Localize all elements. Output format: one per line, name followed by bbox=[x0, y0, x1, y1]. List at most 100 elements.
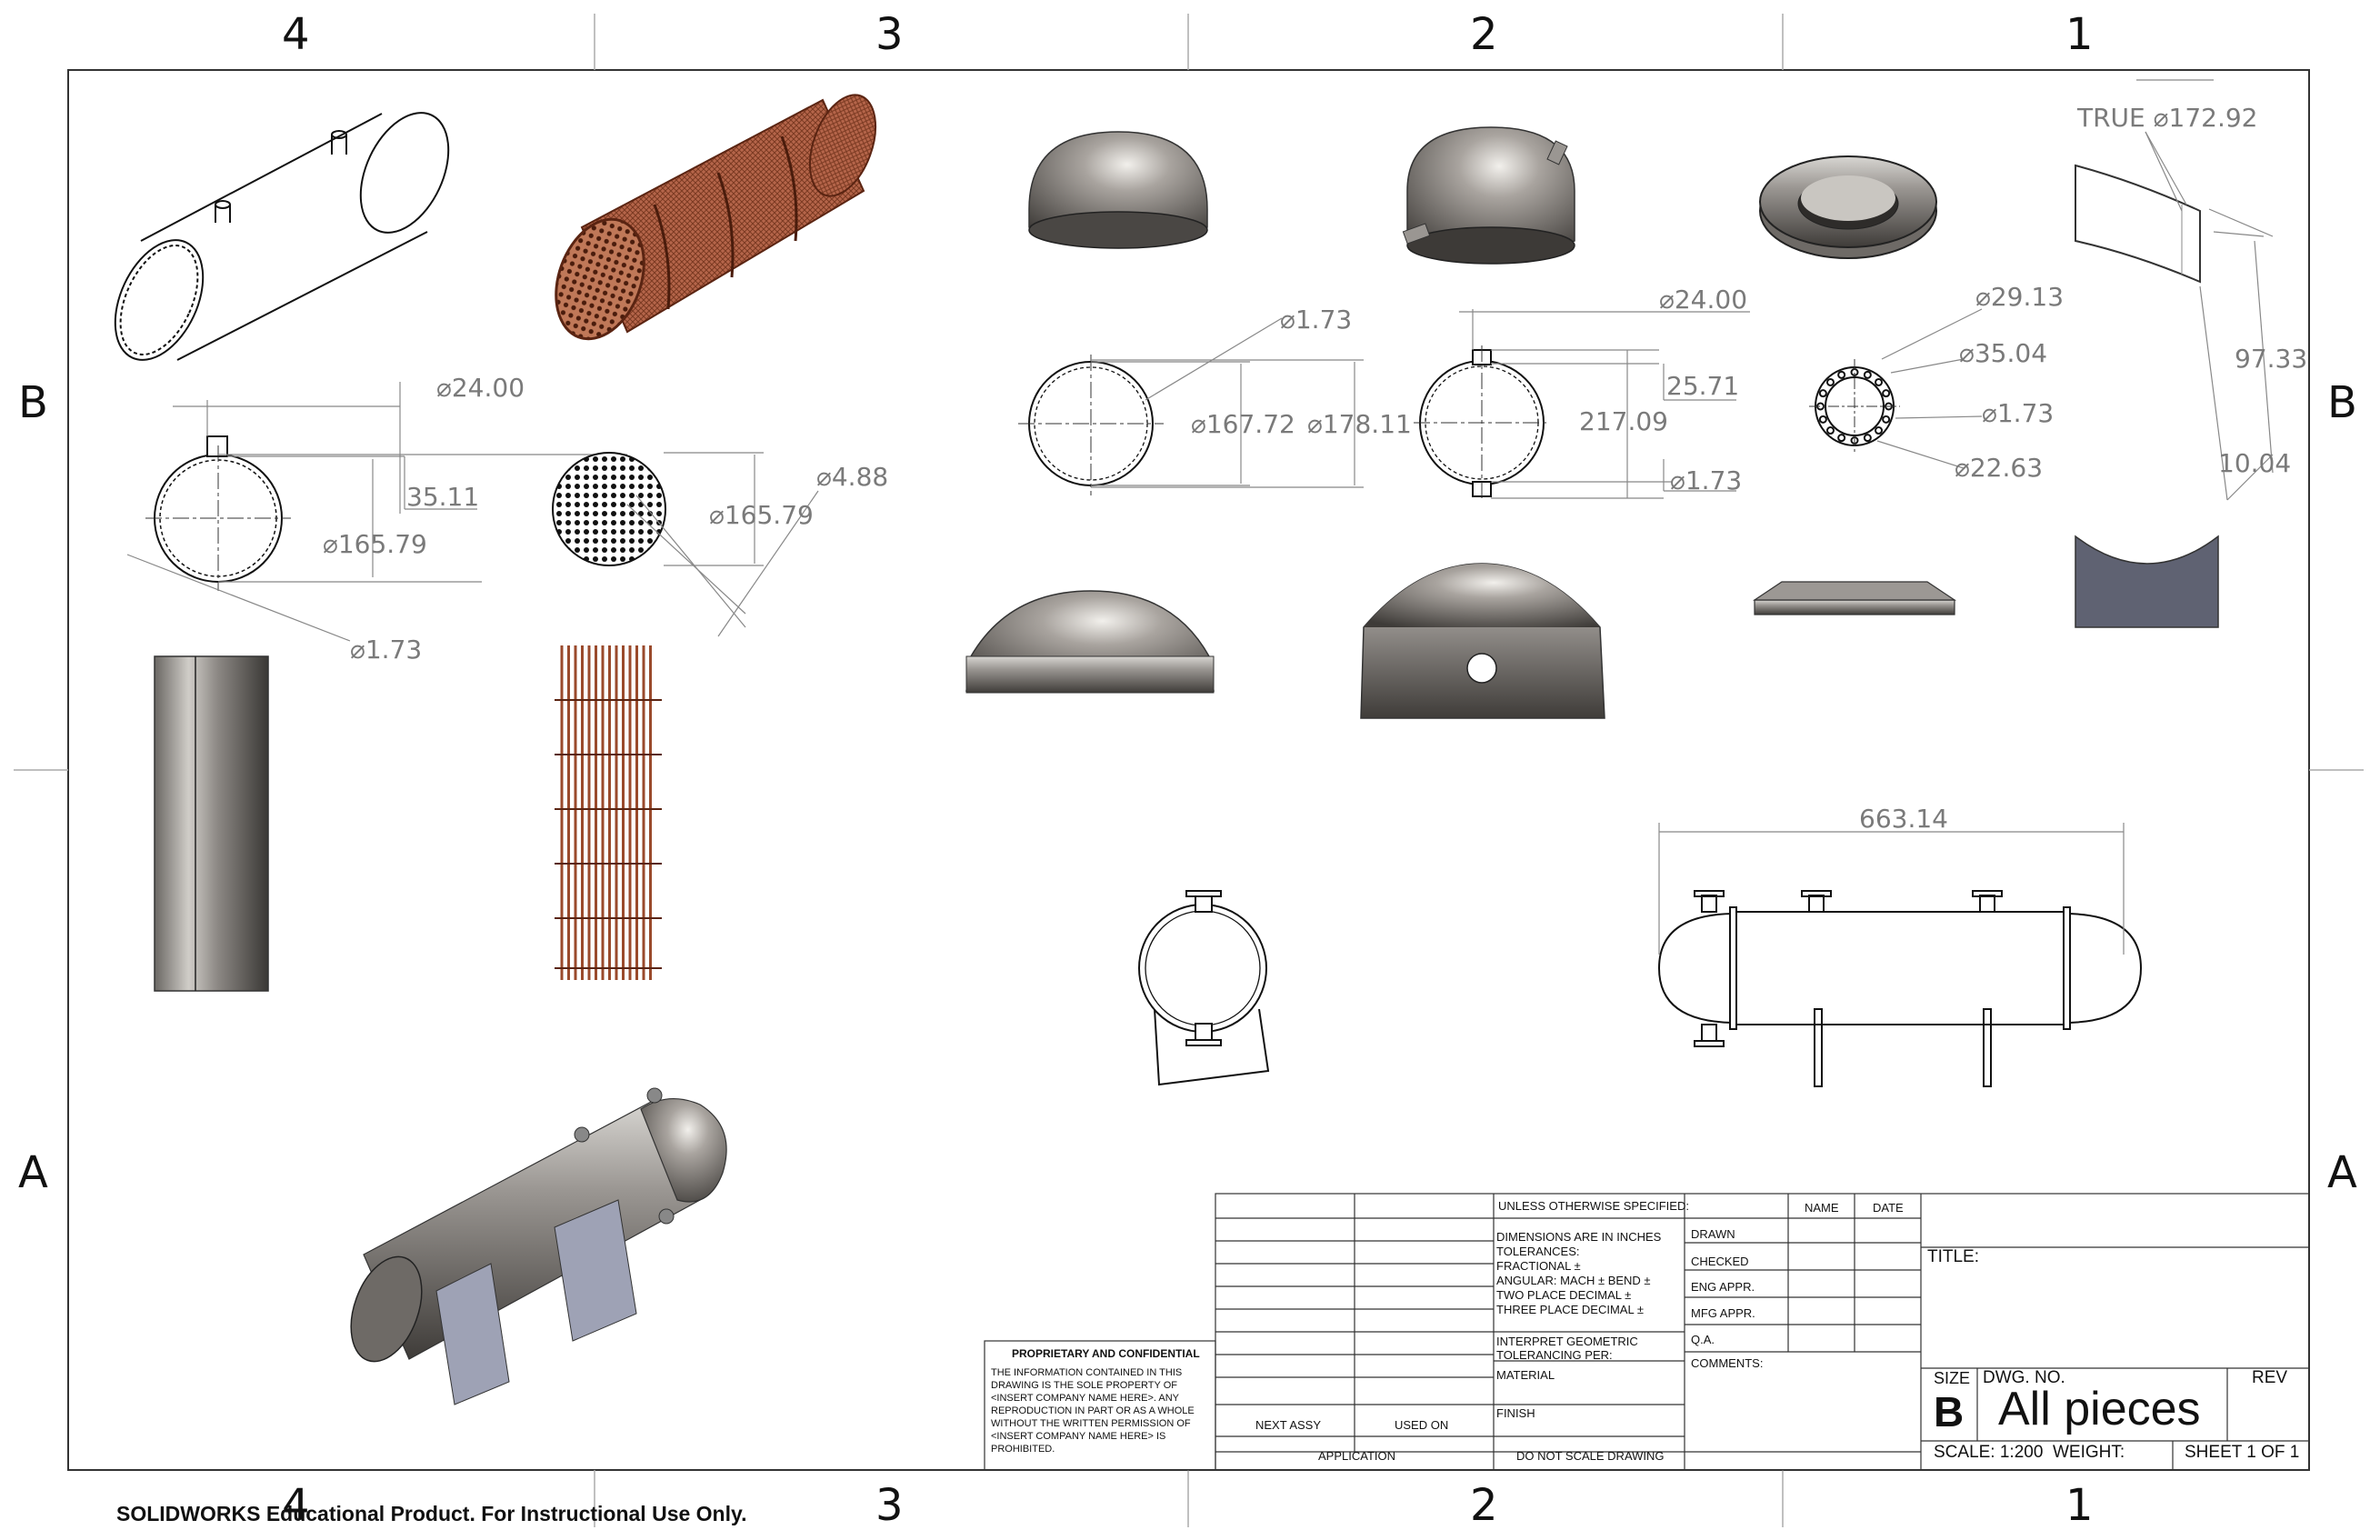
head-2-iso-view bbox=[1402, 126, 1575, 265]
zone-bottom-1: 1 bbox=[2065, 1480, 2094, 1531]
saddle-front-view bbox=[2075, 535, 2219, 628]
tube-bundle-side-view bbox=[555, 645, 662, 980]
tb-scale: SCALE: 1:200 bbox=[1934, 1443, 2044, 1462]
zone-top-2: 2 bbox=[1470, 9, 1498, 60]
dim-assembly-length: 663.14 bbox=[1859, 804, 1948, 834]
flange-section-view bbox=[1809, 359, 1900, 455]
tb-used-on: USED ON bbox=[1395, 1418, 1449, 1432]
bolt-hole bbox=[1863, 434, 1872, 443]
zone-left-b: B bbox=[18, 377, 48, 428]
shell-iso-view bbox=[114, 112, 450, 361]
bolt-hole bbox=[1882, 415, 1891, 424]
tb-title-label: TITLE: bbox=[1927, 1247, 1980, 1266]
tb-tolerances: TOLERANCES: bbox=[1496, 1245, 1580, 1258]
tb-interpret-1: INTERPRET GEOMETRIC bbox=[1496, 1335, 1638, 1348]
dim-shell-thickness: ⌀1.73 bbox=[350, 635, 423, 665]
assembly-end-view bbox=[1138, 890, 1270, 1086]
saddle-iso-view bbox=[2075, 164, 2201, 284]
tb-checked: CHECKED bbox=[1691, 1255, 1749, 1268]
dim-tube-hole: ⌀4.88 bbox=[816, 462, 889, 492]
tb-mfg-appr: MFG APPR. bbox=[1691, 1306, 1755, 1320]
tb-weight: WEIGHT: bbox=[2053, 1443, 2125, 1462]
head-2-side-view bbox=[1360, 563, 1605, 719]
flange-dim-lines bbox=[1876, 308, 1983, 469]
bolt-hole bbox=[1882, 389, 1891, 398]
tb-angular: ANGULAR: MACH ± BEND ± bbox=[1496, 1274, 1651, 1287]
assembly-dim-lines bbox=[1658, 823, 2125, 955]
assembly-front-view bbox=[1657, 890, 2143, 1087]
zone-top-3: 3 bbox=[875, 9, 904, 60]
title-block-grid bbox=[984, 1193, 2310, 1471]
tb-unless-specified: UNLESS OTHERWISE SPECIFIED: bbox=[1498, 1199, 1689, 1213]
zone-bottom-2: 2 bbox=[1470, 1480, 1498, 1531]
tb-name-header: NAME bbox=[1805, 1201, 1839, 1215]
dim-saddle-height: 97.33 bbox=[2235, 344, 2308, 374]
tb-sheet: SHEET 1 OF 1 bbox=[2185, 1443, 2300, 1462]
head-1-side-view bbox=[965, 590, 1215, 694]
tb-date-header: DATE bbox=[1873, 1201, 1904, 1215]
flange-iso-view bbox=[1759, 155, 1937, 259]
tb-size-label: SIZE bbox=[1934, 1369, 1971, 1387]
tb-comments: COMMENTS: bbox=[1691, 1356, 1764, 1370]
tb-dims-inches: DIMENSIONS ARE IN INCHES bbox=[1496, 1230, 1662, 1244]
educational-watermark: SOLIDWORKS Educational Product. For Inst… bbox=[116, 1502, 747, 1525]
tb-application: APPLICATION bbox=[1318, 1449, 1396, 1463]
bolt-hole bbox=[1863, 370, 1872, 379]
tb-fractional: FRACTIONAL ± bbox=[1496, 1259, 1581, 1273]
zone-ticks bbox=[14, 14, 2364, 1527]
tube-bundle-iso-view bbox=[555, 94, 877, 341]
zone-bottom-4: 4 bbox=[282, 1480, 310, 1531]
tb-next-assy: NEXT ASSY bbox=[1255, 1418, 1322, 1432]
tubesheet-section-view bbox=[552, 452, 819, 637]
dim-shell-nozzle: ⌀24.00 bbox=[436, 373, 525, 403]
tb-material: MATERIAL bbox=[1496, 1368, 1555, 1382]
bolt-hole bbox=[1875, 426, 1884, 435]
tb-three-place: THREE PLACE DECIMAL ± bbox=[1496, 1303, 1644, 1316]
dim-flange-thickness: ⌀1.73 bbox=[1982, 398, 2055, 428]
tb-rev-label: REV bbox=[2252, 1368, 2288, 1387]
tb-drawn: DRAWN bbox=[1691, 1227, 1735, 1241]
tb-two-place: TWO PLACE DECIMAL ± bbox=[1496, 1288, 1632, 1302]
tb-dwg-no-value: All pieces bbox=[1998, 1383, 2201, 1435]
head-1-iso-view bbox=[1028, 131, 1208, 249]
bolt-hole bbox=[1875, 377, 1884, 386]
bolt-hole bbox=[1825, 377, 1835, 386]
tb-dwg-no-label: DWG. NO. bbox=[1983, 1368, 2065, 1387]
bolt-hole bbox=[1818, 415, 1827, 424]
flange-side-view bbox=[1753, 581, 1956, 615]
tb-proprietary-title: PROPRIETARY AND CONFIDENTIAL bbox=[1012, 1347, 1200, 1360]
dim-saddle-radius: TRUE ⌀172.92 bbox=[2077, 103, 2258, 133]
dim-head2-offset: 25.71 bbox=[1666, 371, 1740, 401]
head-1-section-view bbox=[1018, 355, 1164, 495]
bolt-hole bbox=[1837, 370, 1846, 379]
shell-side-view bbox=[154, 655, 269, 992]
dim-head2-nozzle: ⌀24.00 bbox=[1659, 285, 1748, 315]
tb-finish: FINISH bbox=[1496, 1406, 1535, 1420]
assembly-iso-view bbox=[350, 1087, 727, 1405]
saddle-dim-lines bbox=[2136, 79, 2274, 501]
dim-saddle-thickness: 10.04 bbox=[2218, 448, 2292, 478]
dim-head1-outer: ⌀178.11 bbox=[1307, 409, 1412, 439]
tb-proprietary-body: THE INFORMATION CONTAINED IN THIS DRAWIN… bbox=[991, 1367, 1195, 1455]
tb-do-not-scale: DO NOT SCALE DRAWING bbox=[1516, 1449, 1665, 1463]
dim-flange-inner: ⌀22.63 bbox=[1955, 453, 2044, 483]
dim-head2-dia: 217.09 bbox=[1579, 406, 1668, 436]
zone-bottom-3: 3 bbox=[875, 1480, 904, 1531]
zone-right-b: B bbox=[2327, 377, 2357, 428]
zone-top-1: 1 bbox=[2065, 9, 2094, 60]
dim-head2-thickness: ⌀1.73 bbox=[1670, 465, 1743, 495]
dim-head1-inner: ⌀167.72 bbox=[1191, 409, 1295, 439]
head-2-section-view bbox=[1414, 345, 1550, 500]
head-1-dim-lines bbox=[1091, 317, 1364, 488]
shell-section-view bbox=[145, 435, 291, 591]
tb-qa: Q.A. bbox=[1691, 1333, 1715, 1346]
tb-size-value: B bbox=[1934, 1388, 1965, 1435]
bolt-hole bbox=[1825, 426, 1835, 435]
dim-flange-bolt-circle: ⌀29.13 bbox=[1975, 282, 2065, 312]
dim-shell-dia: ⌀165.79 bbox=[323, 529, 427, 559]
shell-dim-lines bbox=[126, 382, 627, 642]
dim-tubesheet-dia: ⌀165.79 bbox=[709, 500, 814, 530]
tb-eng-appr: ENG APPR. bbox=[1691, 1280, 1755, 1294]
zone-right-a: A bbox=[2327, 1147, 2357, 1198]
